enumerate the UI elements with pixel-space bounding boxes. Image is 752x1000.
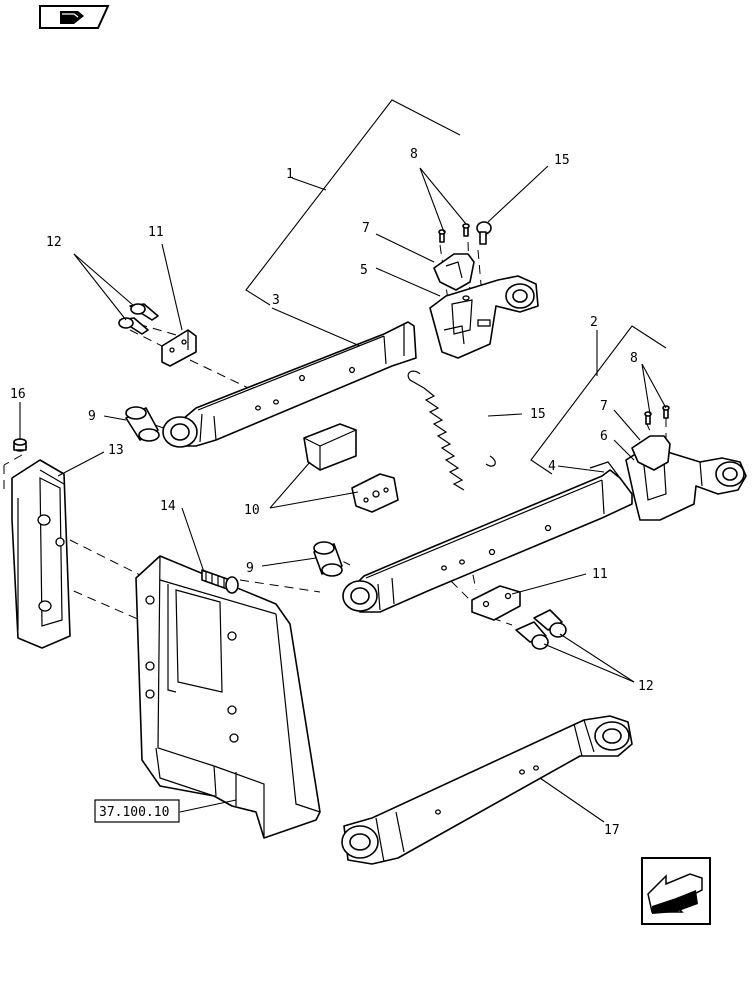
- callout-12: 12: [46, 235, 62, 250]
- hook-latch-5[interactable]: [429, 275, 539, 359]
- latch-plate-7[interactable]: [433, 253, 475, 291]
- callout-7: 7: [362, 221, 370, 236]
- bolt-14[interactable]: [201, 569, 239, 594]
- callout-8b: 8: [630, 351, 638, 366]
- bolt-12[interactable]: [118, 303, 159, 335]
- side-plate-13[interactable]: [11, 459, 71, 649]
- latch-plate-7b[interactable]: [631, 435, 671, 471]
- pin-8[interactable]: [438, 223, 470, 243]
- callout-1: 1: [286, 167, 294, 182]
- callout-7b: 7: [600, 399, 608, 414]
- rubber-pad-10[interactable]: [303, 423, 357, 471]
- reference-box[interactable]: 37.100.10: [94, 799, 180, 823]
- shim-11b[interactable]: [471, 585, 521, 621]
- drawbar-frame[interactable]: [135, 555, 321, 839]
- callout-11: 11: [148, 225, 164, 240]
- callout-10: 10: [244, 503, 260, 518]
- spring-15[interactable]: [407, 370, 496, 491]
- callout-8: 8: [410, 147, 418, 162]
- reference-label: 37.100.10: [99, 805, 169, 820]
- bushing-9[interactable]: [125, 406, 160, 442]
- stabilizer-link-17[interactable]: [341, 715, 633, 865]
- callout-9: 9: [88, 409, 96, 424]
- leader-lines: [19, 165, 667, 823]
- nut-16[interactable]: [13, 438, 27, 452]
- callout-9b: 9: [246, 561, 254, 576]
- callout-2: 2: [590, 315, 598, 330]
- lower-link-4[interactable]: [342, 461, 633, 613]
- callout-6: 6: [600, 429, 608, 444]
- shim-11[interactable]: [161, 329, 197, 367]
- bolt-15[interactable]: [476, 221, 492, 245]
- callout-4: 4: [548, 459, 556, 474]
- callout-15b: 15: [530, 407, 546, 422]
- bushing-9b[interactable]: [313, 541, 343, 577]
- book-icon[interactable]: [39, 5, 110, 29]
- callout-5: 5: [360, 263, 368, 278]
- group-bracket-1: [245, 99, 461, 306]
- retainer-block-10[interactable]: [351, 473, 399, 513]
- bolt-12b[interactable]: [515, 609, 567, 650]
- callout-14: 14: [160, 499, 176, 514]
- group-bracket-2: [530, 325, 667, 475]
- callout-12b: 12: [638, 679, 654, 694]
- callout-11b: 11: [592, 567, 608, 582]
- callout-13: 13: [108, 443, 124, 458]
- lower-link-3[interactable]: [162, 321, 417, 448]
- callout-16: 16: [10, 387, 26, 402]
- callout-3: 3: [272, 293, 280, 308]
- callout-15: 15: [554, 153, 570, 168]
- exit-arrow-icon[interactable]: [641, 857, 711, 925]
- callout-17: 17: [604, 823, 620, 838]
